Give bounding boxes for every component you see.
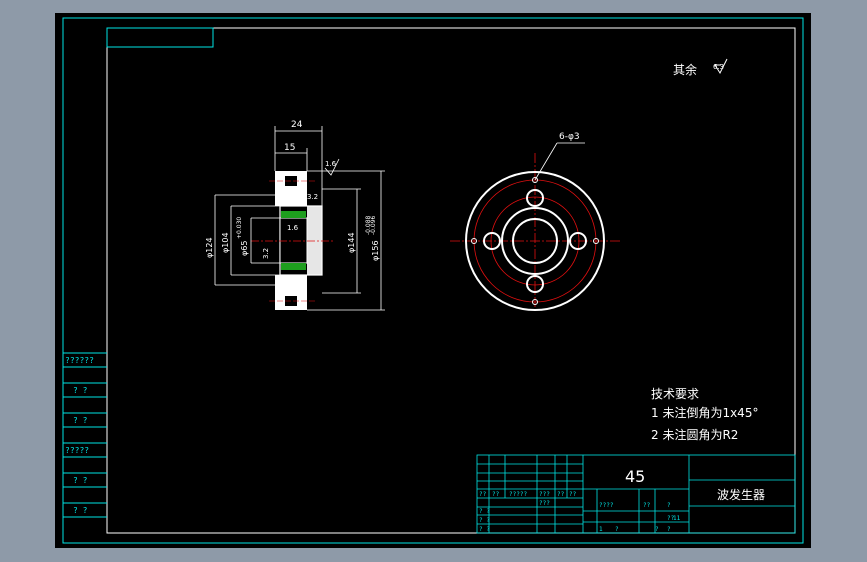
dim-15: 15 bbox=[284, 143, 295, 153]
title-block bbox=[476, 454, 796, 534]
tb-label-14: ? bbox=[615, 526, 619, 533]
tech-item-2: 2 未注圆角为R2 bbox=[651, 427, 738, 442]
part-name: 波发生器 bbox=[717, 487, 765, 502]
section-view bbox=[251, 171, 335, 310]
small-hole-top bbox=[532, 177, 538, 183]
tb-label-13: 1 bbox=[599, 526, 603, 533]
top-left-box bbox=[106, 27, 214, 48]
left-cell-6: ? ? bbox=[73, 506, 88, 515]
cad-drawing-canvas: ?????? ? ? ? ? ????? ? ? ? ? 其余 6.3 bbox=[55, 13, 811, 548]
left-cell-3: ? ? bbox=[73, 416, 88, 425]
dim-124: φ124 bbox=[205, 237, 214, 258]
hub-circle bbox=[501, 207, 569, 275]
left-cell-4: ????? bbox=[65, 446, 89, 455]
roughness-1-6-icon bbox=[324, 158, 340, 176]
roughness-note: 其余 bbox=[673, 62, 697, 77]
left-cell-5: ? ? bbox=[73, 476, 88, 485]
dim-104: φ104 bbox=[221, 232, 230, 253]
hole-top bbox=[526, 189, 544, 207]
tb-label-4: ??? bbox=[539, 491, 550, 498]
dim-24: 24 bbox=[291, 120, 303, 130]
bore bbox=[279, 217, 308, 264]
inner-roughness-b: 3.2 bbox=[262, 248, 270, 259]
dim-144: φ144 bbox=[347, 232, 356, 253]
tb-label-15: ? bbox=[655, 526, 659, 533]
tb-label-16: ? bbox=[667, 526, 671, 533]
small-hole-right bbox=[593, 238, 599, 244]
tb-label-5: ?? bbox=[557, 491, 565, 498]
tb-label-3: ????? bbox=[509, 491, 527, 498]
left-strip bbox=[63, 352, 107, 518]
tech-item-1: 1 未注倒角为1x45° bbox=[651, 405, 758, 420]
tb-label-12: 11 bbox=[673, 515, 681, 522]
inner-hole-circle bbox=[490, 196, 580, 286]
tb-label-7: ??? bbox=[539, 500, 550, 507]
hatch-top bbox=[281, 211, 306, 218]
dim-3-2: 3.2 bbox=[307, 193, 318, 201]
roughness-value: 6.3 bbox=[713, 63, 724, 71]
dim-65-tol: +0.030 bbox=[236, 217, 243, 239]
front-view bbox=[450, 142, 621, 311]
tech-title: 技术要求 bbox=[651, 387, 699, 401]
small-hole-left bbox=[471, 238, 477, 244]
tb-label-1: ?? bbox=[479, 491, 487, 498]
roughness-symbol-icon bbox=[714, 58, 728, 75]
bore-circle bbox=[512, 218, 558, 264]
outer-frame bbox=[62, 17, 804, 544]
outer-rim bbox=[465, 171, 605, 311]
tb-label-8: ???? bbox=[599, 502, 614, 509]
dim-156: φ156 bbox=[371, 240, 380, 261]
left-cell-1: ?????? bbox=[65, 356, 94, 365]
tb-label-9: ?? bbox=[643, 502, 651, 509]
tb-label-2: ?? bbox=[492, 491, 500, 498]
dim-65: φ65 bbox=[240, 241, 249, 256]
tb-label-11: ?? bbox=[667, 515, 675, 522]
tb-row-label-b: ? ? bbox=[479, 517, 490, 524]
title-block-labels: ?? ?? ????? ??? ?? ?? ??? ???? ?? ? ?? 1… bbox=[479, 491, 681, 533]
hole-left bbox=[483, 232, 501, 250]
tb-label-10: ? bbox=[667, 502, 671, 509]
drawing-svg: ?????? ? ? ? ? ????? ? ? ? ? 其余 6.3 bbox=[62, 17, 804, 544]
left-cell-2: ? ? bbox=[73, 386, 88, 395]
hatch-bottom bbox=[281, 263, 306, 270]
inner-roughness-a: 1.6 bbox=[287, 224, 299, 232]
hole-right bbox=[569, 232, 587, 250]
section-dimensions bbox=[214, 126, 385, 311]
callout-leader bbox=[534, 142, 558, 181]
hub-right bbox=[307, 206, 322, 275]
dim-156-tol: -0.088 bbox=[365, 215, 372, 235]
tb-row-label-c: ? ? bbox=[479, 526, 490, 533]
tb-row-label-a: ? ? bbox=[479, 508, 490, 515]
tb-label-6: ?? bbox=[569, 491, 577, 498]
dim-1-6: 1.6 bbox=[325, 160, 337, 168]
material: 45 bbox=[625, 467, 645, 486]
small-hole-bottom bbox=[532, 299, 538, 305]
hole-bottom bbox=[526, 275, 544, 293]
hole-callout: 6-φ3 bbox=[559, 132, 580, 142]
dim-156-tol2: -0.096 bbox=[370, 215, 377, 235]
inner-frame bbox=[106, 27, 796, 534]
